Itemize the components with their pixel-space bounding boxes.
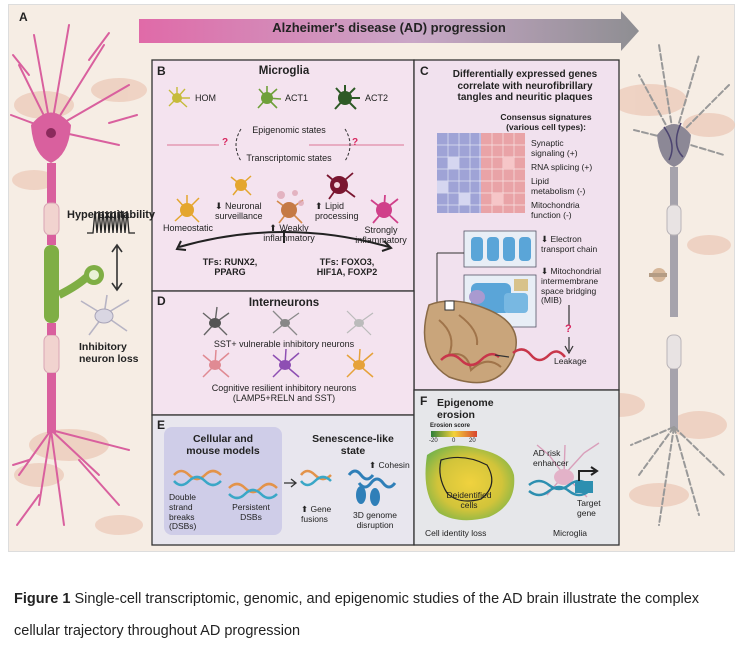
mib-label: ⬇ Mitochondrial intermembrane space brid…: [541, 266, 602, 306]
gene-fusions-label: ⬆ Gene fusions: [301, 504, 332, 524]
microglia-label: Microglia: [553, 528, 588, 538]
signature-rna: RNA splicing (+): [531, 162, 593, 172]
progression-arrow: [139, 11, 639, 51]
mib-question: ?: [565, 323, 572, 335]
sst-label: SST+ vulnerable inhibitory neurons: [213, 339, 355, 349]
ad-risk-label: AD risk enhancer: [533, 448, 569, 468]
resilient-label: Cognitive resilient inhibitory neurons (…: [211, 383, 357, 404]
epigenomic-states: Epigenomic states: [252, 125, 326, 135]
microglia-title: Microglia: [258, 65, 310, 77]
scale-tick-pos: 20: [469, 438, 476, 444]
models-title: Cellular and mouse models: [186, 433, 260, 458]
inhibitory-loss-label: Inhibitory neuron loss: [79, 341, 139, 366]
tfs-right: TFs: FOXO3, HIF1A, FOXP2: [316, 257, 378, 278]
right-neuron: [593, 44, 735, 526]
caption-text: Single-cell transcriptomic, genomic, and…: [14, 591, 700, 639]
cohesin-label: ⬆ Cohesin: [369, 460, 410, 470]
strongly-inflammatory-label: Strongly inflammatory: [355, 225, 407, 246]
scale-tick-zero: 0: [452, 438, 456, 444]
heatmap: [437, 133, 525, 213]
genome-disruption-label: 3D genome disruption: [353, 510, 397, 530]
panel-c-title: Differentially expressed genes correlate…: [452, 69, 598, 103]
state-hom: HOM: [195, 93, 216, 103]
panel-d-box: [151, 290, 415, 416]
state-act2: ACT2: [365, 93, 389, 103]
state-act1: ACT1: [285, 93, 309, 103]
dsb-label: Double strand breaks (DSBs): [169, 492, 197, 532]
panel-e-label: E: [157, 418, 166, 432]
erosion-score-label: Erosion score: [430, 423, 471, 429]
deidentified-label: Deidentified cells: [446, 490, 492, 510]
question-right: ?: [352, 137, 359, 148]
homeostatic-label: Homeostatic: [163, 223, 214, 233]
leakage-label: Leakage: [554, 356, 587, 366]
transcriptomic-states: Transcriptomic states: [246, 153, 332, 163]
panel-f-label: F: [420, 394, 428, 408]
caption-label: Figure 1: [14, 591, 71, 607]
question-left: ?: [222, 137, 229, 148]
figure-caption: Figure 1 Single-cell transcriptomic, gen…: [14, 583, 730, 645]
panel-b-label: B: [157, 64, 166, 78]
panel-c-label: C: [420, 64, 429, 78]
scale-tick-neg: -20: [429, 438, 438, 444]
figure-art: [10, 11, 735, 546]
panel-a-label: A: [19, 10, 28, 24]
weakly-inflammatory-label: ⬆ Weakly inflammatory: [263, 223, 315, 244]
persistent-dsb-label: Persistent DSBs: [232, 502, 270, 522]
signature-synaptic: Synaptic signaling (+): [531, 138, 578, 158]
electron-transport-label: ⬇ Electron transport chain: [541, 234, 598, 254]
senescence-title: Senescence-like state: [312, 433, 394, 458]
hyperexcitability-label: Hyperexcitability: [67, 209, 156, 221]
neuronal-surveillance-label: ⬇ Neuronal surveillance: [215, 201, 263, 222]
microglia-states-art: [167, 85, 404, 252]
consensus-heading: Consensus signatures (various cell types…: [500, 112, 592, 132]
dna-art: [164, 427, 397, 535]
panel-d-label: D: [157, 294, 166, 308]
target-gene-label: Target gene: [577, 498, 601, 518]
tfs-left: TFs: RUNX2, PPARG: [202, 257, 258, 278]
signature-mitochondria: Mitochondria function (-): [531, 200, 580, 220]
epigenome-art: [425, 431, 600, 521]
lipid-processing-label: ⬆ Lipid processing: [315, 201, 359, 222]
interneurons-art: [202, 306, 374, 378]
epigenome-title: Epigenome erosion: [437, 397, 494, 422]
figure: A Alzheimer's disease (AD) progression H…: [8, 4, 735, 552]
progression-banner-text: Alzheimer's disease (AD) progression: [272, 20, 506, 35]
left-neuron: [10, 24, 147, 535]
identity-loss-label: Cell identity loss: [425, 528, 487, 538]
signature-lipid: Lipid metabolism (-): [531, 176, 586, 196]
interneurons-title: Interneurons: [248, 297, 320, 309]
mitochondria-art: [423, 230, 574, 384]
